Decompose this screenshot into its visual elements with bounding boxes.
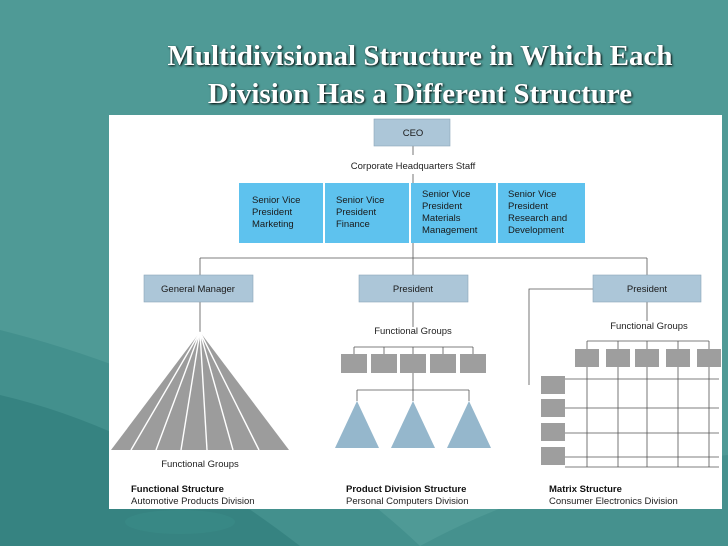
slide-title-line-1: Multidivisional Structure in Which Each [167, 40, 673, 72]
vp-research-line-1: Senior Vice [508, 189, 556, 200]
president-label-matrix: President [627, 284, 667, 295]
president-node-product: President [358, 274, 469, 303]
vp-finance-line-2: President [336, 207, 376, 218]
product-division-triangles [335, 401, 491, 448]
general-manager-label: General Manager [161, 284, 235, 295]
vp-research-node: Senior Vice President Research and Devel… [508, 189, 567, 236]
product-division-structure-caption: Product Division Structure [346, 484, 466, 495]
slide-title-line-2: Division Has a Different Structure [207, 78, 633, 110]
vp-marketing-line-1: Senior Vice [252, 195, 300, 206]
vp-research-line-3: Research and [508, 213, 567, 224]
functional-structure-caption: Functional Structure [131, 484, 224, 495]
president-label-product: President [393, 284, 433, 295]
project-group-boxes-matrix [541, 376, 565, 465]
vp-research-line-2: President [508, 201, 548, 212]
general-manager-node: General Manager [143, 274, 254, 303]
vp-strip: Senior Vice President Marketing Senior V… [239, 183, 585, 243]
vp-marketing-line-3: Marketing [252, 219, 294, 230]
personal-computers-division-caption: Personal Computers Division [346, 496, 469, 507]
headquarters-staff-label: Corporate Headquarters Staff [351, 161, 476, 172]
functional-groups-label-2: Functional Groups [374, 326, 452, 337]
vp-materials-line-3: Materials [422, 213, 461, 224]
functional-group-boxes-matrix [575, 349, 721, 367]
org-chart: CEO Corporate Headquarters Staff Senior … [111, 118, 721, 507]
vp-finance-line-1: Senior Vice [336, 195, 384, 206]
vp-materials-node: Senior Vice President Materials Manageme… [422, 189, 478, 236]
vp-marketing-node: Senior Vice President Marketing [252, 195, 300, 230]
matrix-structure-caption: Matrix Structure [549, 484, 622, 495]
president-node-matrix: President [592, 274, 702, 303]
vp-materials-line-4: Management [422, 225, 478, 236]
org-chart-panel: CEO Corporate Headquarters Staff Senior … [109, 115, 722, 509]
vp-finance-line-3: Finance [336, 219, 370, 230]
functional-group-boxes-product [341, 354, 486, 373]
vp-materials-line-2: President [422, 201, 462, 212]
vp-marketing-line-2: President [252, 207, 292, 218]
ceo-label: CEO [403, 128, 424, 139]
ceo-node: CEO [373, 118, 451, 147]
consumer-electronics-division-caption: Consumer Electronics Division [549, 496, 678, 507]
vp-research-line-4: Development [508, 225, 564, 236]
functional-groups-label-1: Functional Groups [161, 459, 239, 470]
vp-materials-line-1: Senior Vice [422, 189, 470, 200]
functional-structure-pyramid [111, 331, 289, 451]
vp-finance-node: Senior Vice President Finance [336, 195, 384, 230]
functional-groups-label-3: Functional Groups [610, 321, 688, 332]
automotive-division-caption: Automotive Products Division [131, 496, 255, 507]
